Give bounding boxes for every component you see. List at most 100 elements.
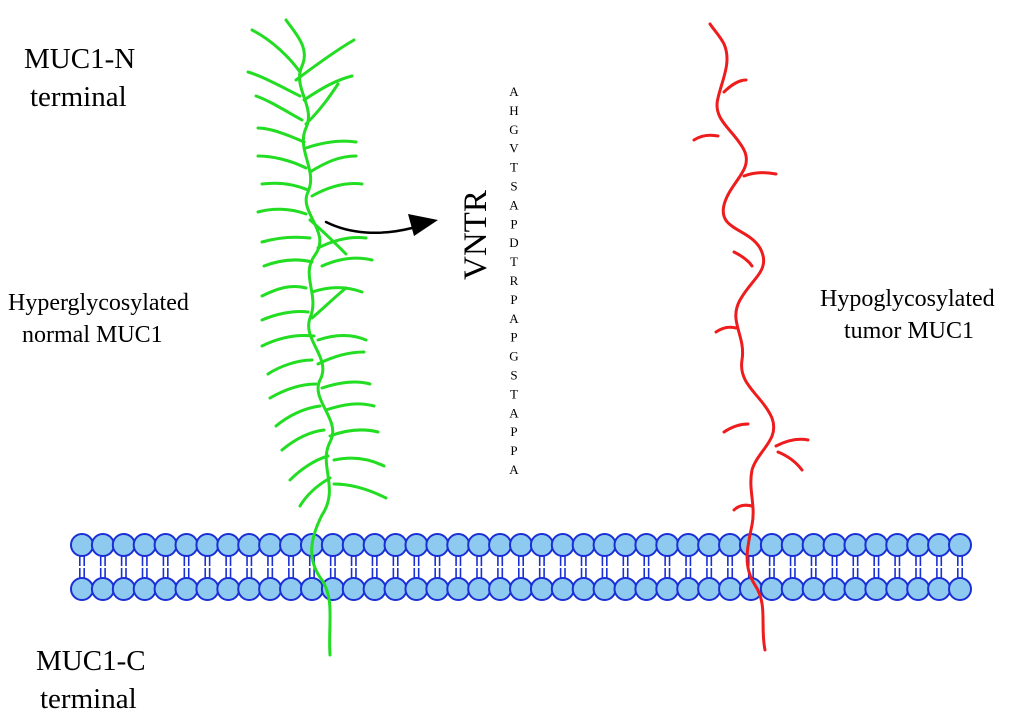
amino-acid-letter: P (510, 424, 517, 439)
lipid-head (655, 577, 680, 601)
lipid-head (592, 533, 617, 557)
lipid-head (237, 533, 262, 557)
lipid-head (425, 577, 450, 601)
lipid-head (697, 533, 722, 557)
lipid-head (613, 533, 638, 557)
lipid-head (948, 533, 972, 557)
lipid-head (279, 577, 304, 601)
amino-acid-letter: P (510, 216, 517, 231)
lipid-head (404, 533, 429, 557)
lipid-head (362, 533, 387, 557)
lipid-head (195, 533, 220, 557)
lipid-head (174, 577, 199, 601)
glycan-branch (310, 182, 364, 198)
lipid-head (446, 533, 471, 557)
lipid-head (843, 533, 868, 557)
glycan-branch (332, 456, 386, 468)
lipid-head (174, 533, 199, 557)
amino-acid-letter: A (509, 197, 519, 212)
amino-acid-letter: A (509, 405, 519, 420)
lipid-head (70, 577, 94, 601)
glycan-branch (308, 218, 348, 256)
glycan-branch (316, 236, 368, 250)
amino-acid-letter: H (509, 103, 518, 118)
glycan-branch (316, 350, 366, 366)
glycan-branch (732, 250, 754, 268)
lipid-head (258, 577, 283, 601)
amino-acid-letter: V (509, 141, 519, 156)
lipid-head (404, 577, 429, 601)
lipid-head (843, 577, 868, 601)
amino-acid-letter: R (510, 273, 519, 288)
glycan-branch (294, 38, 356, 82)
glycan-branch (774, 437, 810, 448)
glycan-branch (266, 358, 314, 376)
lipid-head (258, 533, 283, 557)
lipid-head (446, 577, 471, 601)
c-terminal-label-line1: MUC1-C (36, 645, 146, 677)
lipid-head (592, 577, 617, 601)
lipid-head (509, 533, 533, 557)
amino-acid-letter: S (510, 179, 517, 194)
amino-acid-letter: D (509, 235, 518, 250)
lipid-head (927, 533, 952, 557)
vntr-arrow (324, 214, 438, 236)
lipid-head (70, 533, 94, 557)
amino-acid-letter: A (509, 84, 519, 99)
lipid-head (780, 533, 805, 557)
c-terminal-label-line2: terminal (40, 683, 137, 715)
glycan-branch (320, 380, 372, 390)
tumor-muc1-backbone (708, 22, 776, 652)
glycan-branch (316, 334, 368, 342)
amino-acid-letter: T (510, 254, 518, 269)
glycan-branch (260, 235, 312, 244)
glycan-branch (310, 286, 348, 320)
lipid-head (759, 533, 784, 557)
glycan-branch (250, 28, 302, 74)
lipid-head (529, 577, 554, 601)
glycan-branch (274, 404, 322, 428)
glycan-branch (254, 94, 304, 122)
glycan-branch (692, 133, 720, 142)
glycan-branch (246, 70, 302, 98)
amino-acid-letter: G (509, 122, 518, 137)
amino-acid-letter: P (510, 443, 517, 458)
glycan-branch (742, 171, 778, 178)
lipid-head (509, 577, 533, 601)
lipid-head (467, 577, 492, 601)
lipid-head (237, 577, 262, 601)
glycan-branch (260, 310, 310, 322)
lipid-head (279, 533, 304, 557)
amino-acid-letter: A (509, 462, 519, 477)
lipid-head (320, 533, 345, 557)
lipid-head (341, 533, 366, 557)
lipid-head (906, 577, 931, 601)
n-terminal-label-line2: terminal (30, 81, 127, 113)
lipid-head (634, 533, 659, 557)
amino-acid-letter: T (510, 160, 518, 175)
lipid-head (885, 533, 910, 557)
lipid-head (655, 533, 680, 557)
lipid-head (111, 533, 136, 557)
vntr-label: VNTR (458, 190, 494, 280)
lipid-head (948, 577, 972, 601)
lipid-head (571, 533, 596, 557)
glycan-branch (288, 454, 330, 482)
tumor-muc1-label-line1: Hypoglycosylated (820, 286, 995, 312)
lipid-bilayer-membrane (70, 533, 972, 601)
lipid-head (801, 533, 826, 557)
lipid-head (801, 577, 826, 601)
lipid-head (927, 577, 952, 601)
lipid-head (111, 577, 136, 601)
lipid-head (341, 577, 366, 601)
lipid-head (885, 577, 910, 601)
glycan-branch (304, 139, 358, 150)
amino-acid-letter: G (509, 349, 518, 364)
amino-acid-letter: P (510, 292, 517, 307)
lipid-head (718, 533, 743, 557)
n-terminal-label-line1: MUC1-N (24, 43, 135, 75)
glycan-branch (714, 325, 738, 334)
lipid-head (216, 577, 241, 601)
lipid-head (90, 577, 115, 601)
